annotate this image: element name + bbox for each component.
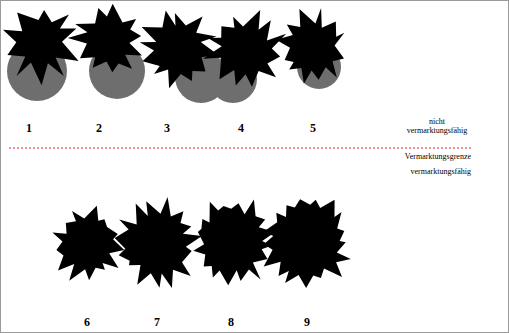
plant-silhouette [68, 4, 142, 73]
plant-silhouette [140, 10, 218, 88]
plant-silhouettes [3, 4, 351, 288]
note-text: nicht vermarktungsfähig [400, 117, 474, 135]
note-text: vermarktungsfähig [411, 167, 471, 176]
note-text: Vermarktungsgrenze [405, 152, 471, 161]
callout-number: 6 [84, 315, 90, 330]
plant-silhouette [3, 10, 79, 85]
plant-silhouette [203, 10, 286, 87]
callout-number: 7 [154, 315, 160, 330]
callout-number: 9 [304, 315, 310, 330]
plant-silhouette [193, 200, 275, 286]
callout-number: 5 [310, 121, 316, 136]
plant-silhouette [276, 8, 344, 84]
plant-silhouette [115, 197, 202, 288]
callout-number: 8 [228, 315, 234, 330]
market-limit-line [9, 148, 473, 149]
plant-silhouette [52, 206, 124, 281]
plant-silhouette [263, 199, 350, 288]
callout-number: 3 [164, 121, 170, 136]
callout-number: 2 [96, 121, 102, 136]
callout-number: 1 [26, 121, 32, 136]
callout-number: 4 [238, 121, 244, 136]
